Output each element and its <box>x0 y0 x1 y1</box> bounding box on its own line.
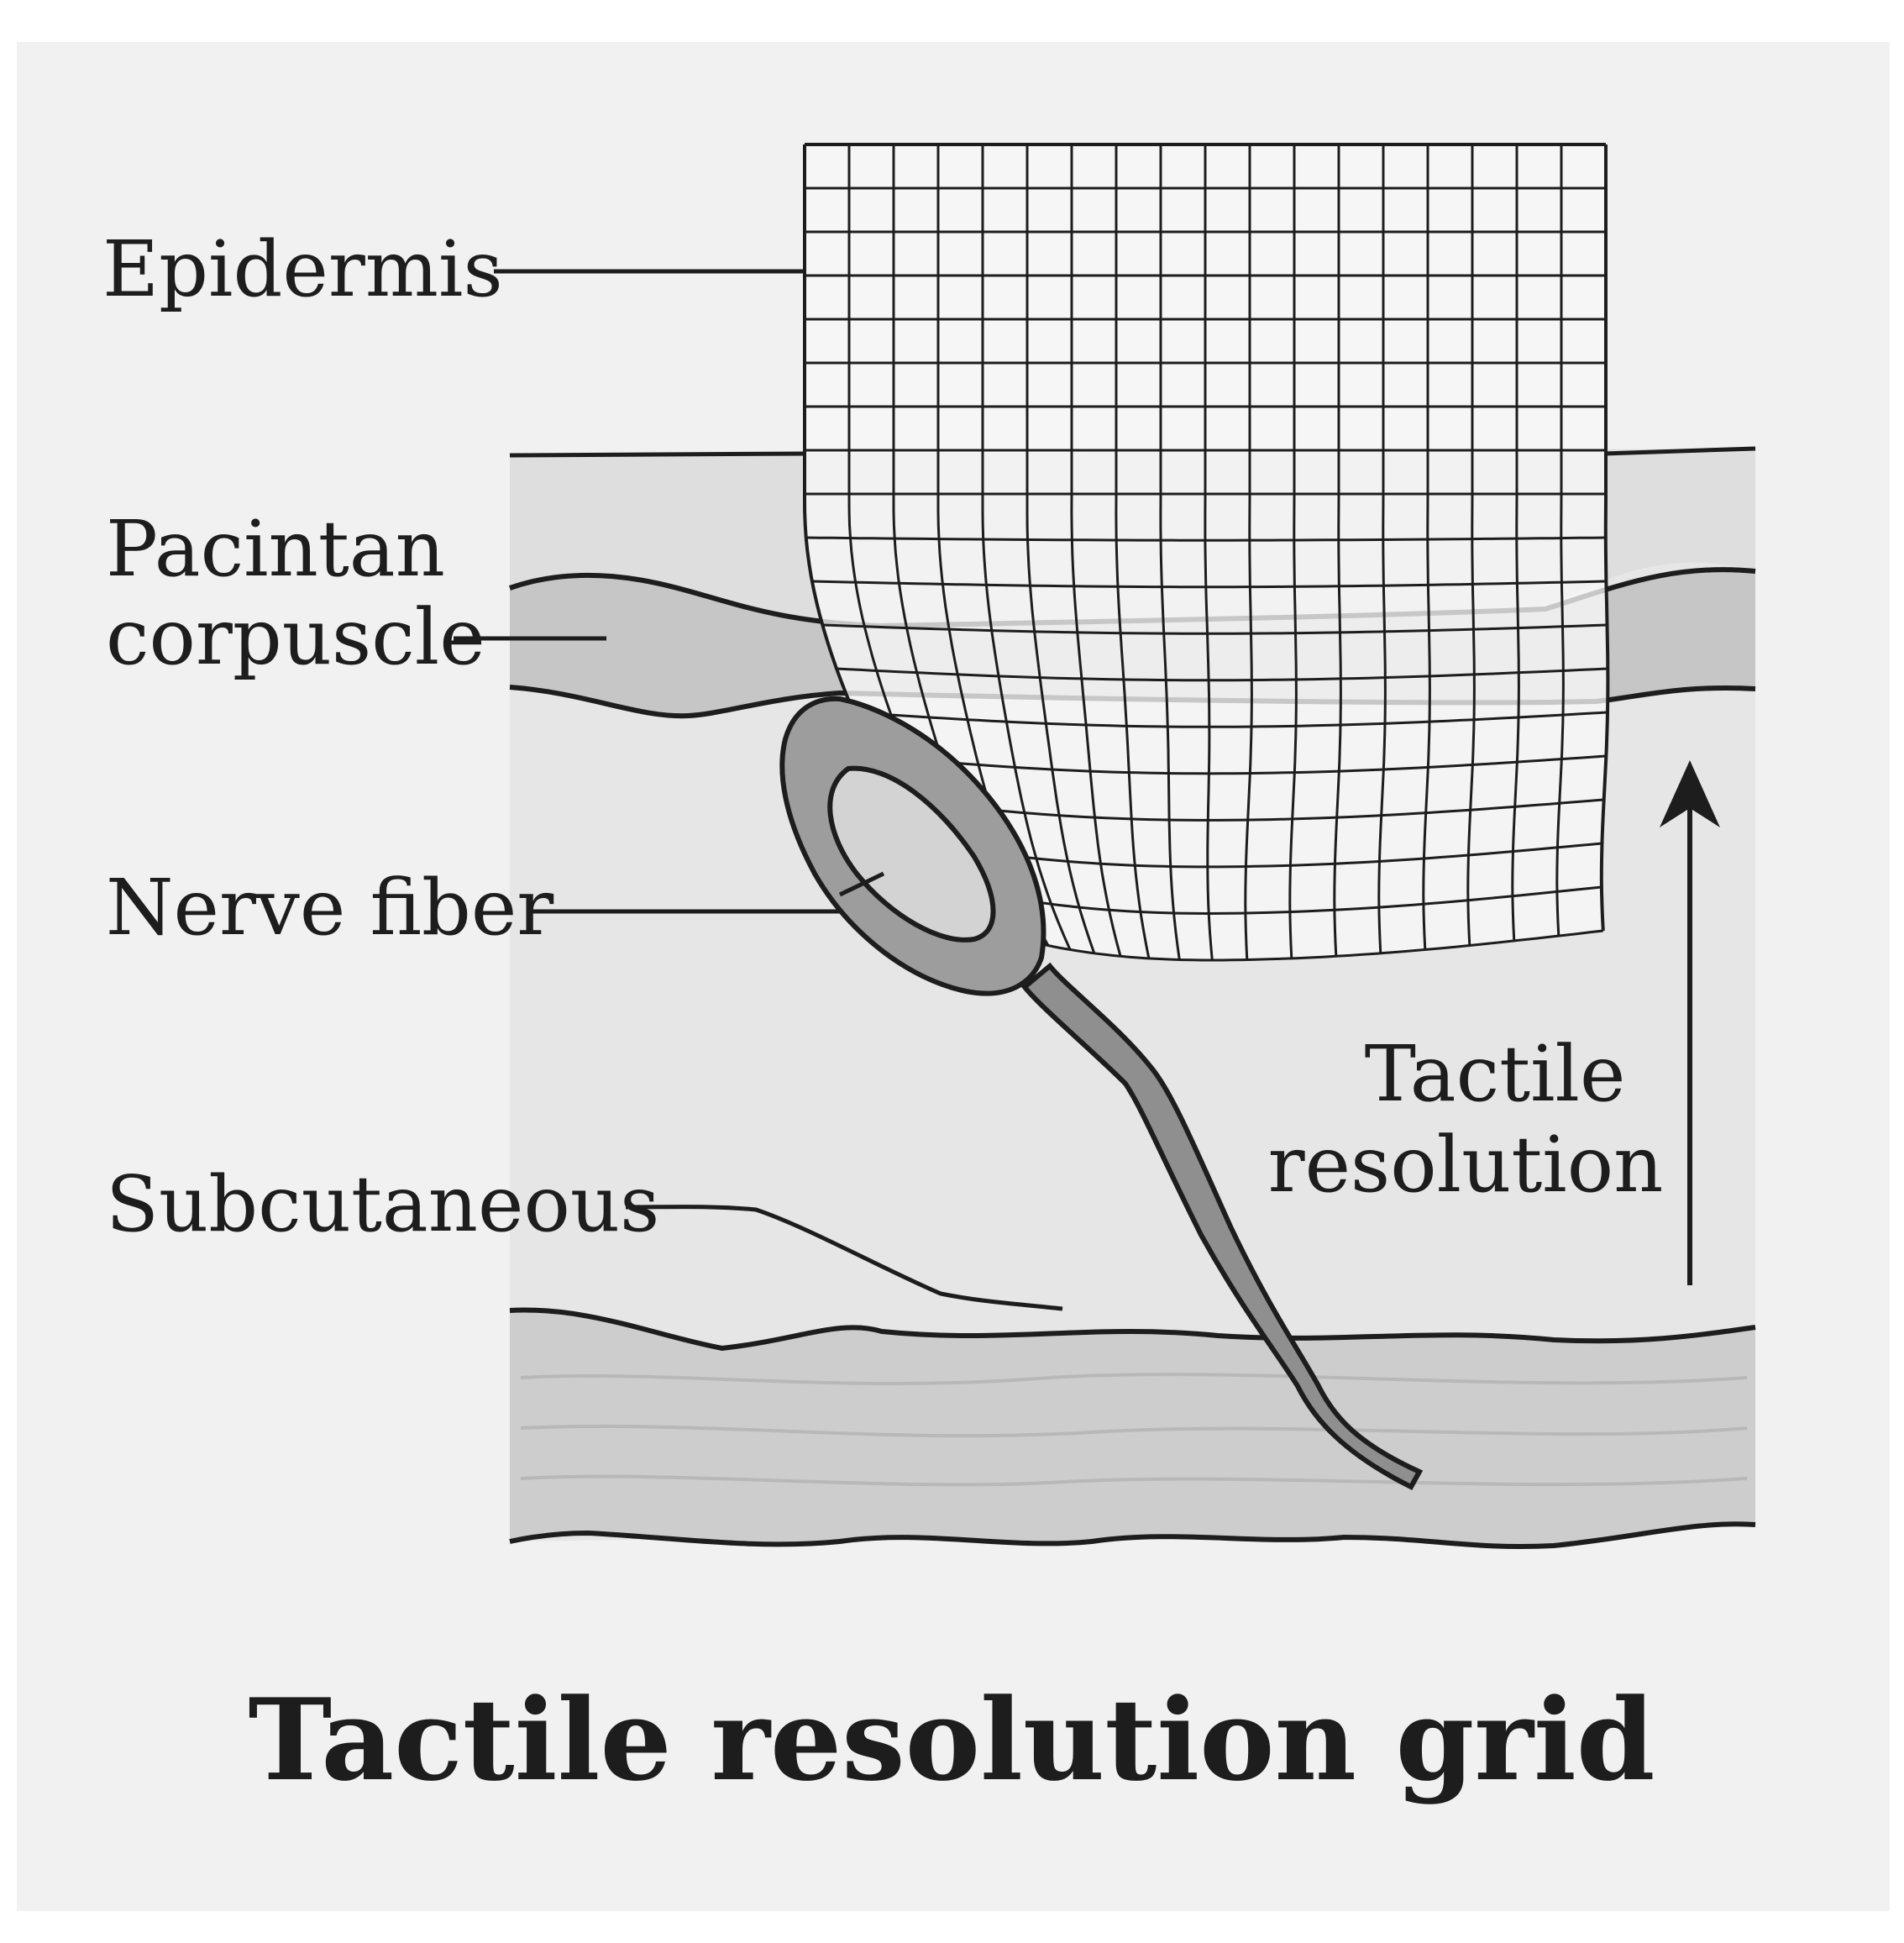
strata-line <box>520 1474 1748 1487</box>
nerve-fiber-axon <box>1020 962 1424 1490</box>
grid-line-horizontal <box>994 929 1603 962</box>
grid-line-horizontal <box>873 754 1607 775</box>
resolution-grid <box>803 143 1610 962</box>
grid-line-horizontal <box>805 536 1606 542</box>
subcutaneous-band <box>510 1310 1755 1547</box>
subcutaneous-leader <box>625 1205 1063 1311</box>
label-epidermis: Epidermis <box>102 224 503 314</box>
diagram-title: Tactile resolution grid <box>248 1673 1655 1806</box>
corpuscle-inner-core <box>827 765 996 943</box>
pacinian-corpuscle <box>779 696 1424 1490</box>
label-resolution-line2: resolution <box>1268 1120 1664 1210</box>
resolution-arrow <box>1660 760 1720 1285</box>
corpuscle-inner-tick <box>838 871 885 897</box>
grid-line-horizontal <box>822 623 1608 635</box>
subcutaneous-bottom-outline <box>509 1521 1756 1550</box>
label-nerve-fiber: Nerve fiber <box>106 863 553 953</box>
up-arrow-icon <box>1660 760 1720 827</box>
strata-line <box>520 1424 1748 1438</box>
label-subcutaneous: Subcutaneous <box>106 1159 659 1249</box>
subcutaneous-top-outline <box>509 1307 1756 1352</box>
grid-line-horizontal <box>811 580 1607 589</box>
strata-line <box>520 1373 1748 1386</box>
grid-line-horizontal <box>853 711 1608 728</box>
label-resolution-line1: Tactile <box>1365 1029 1626 1119</box>
label-pacinian-line1: Pacintan <box>106 504 445 594</box>
surface-outline <box>509 446 1756 458</box>
label-pacinian-line2: corpuscle <box>106 592 485 682</box>
grid-line-horizontal <box>836 667 1608 682</box>
